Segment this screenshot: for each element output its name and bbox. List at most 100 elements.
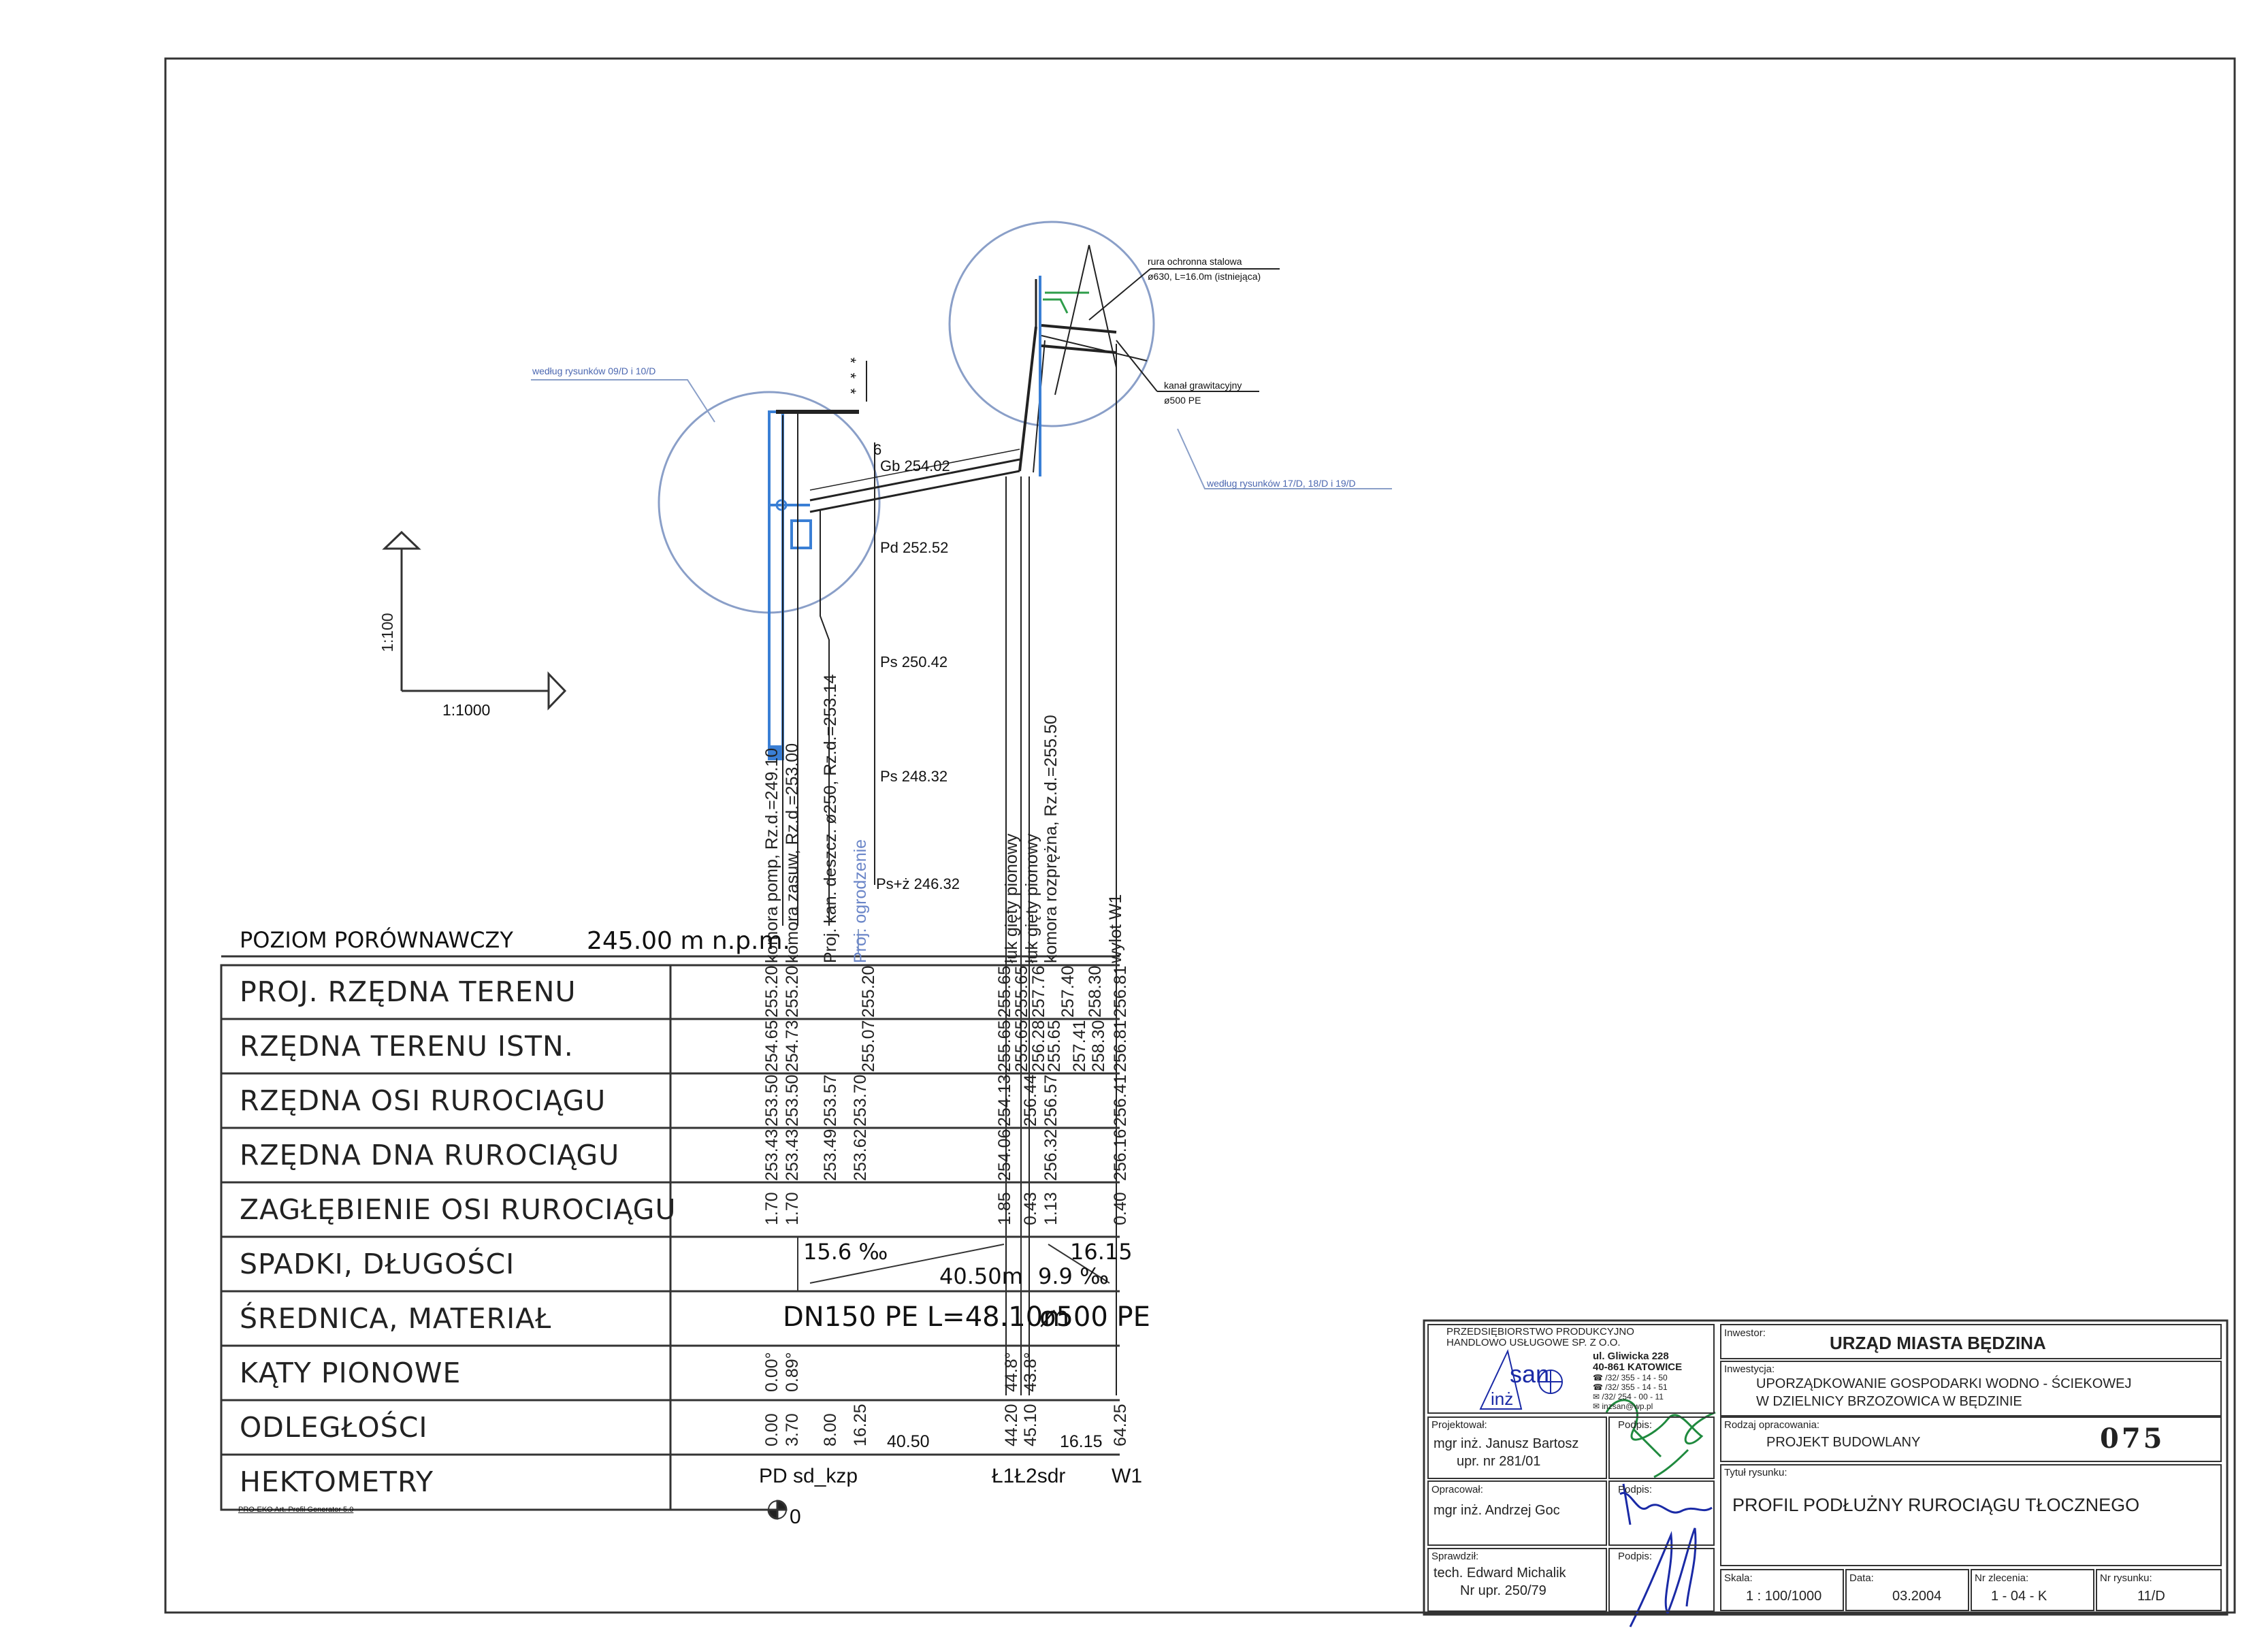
tb-skala: 1 : 100/1000 — [1746, 1589, 1822, 1604]
tb-data-label: Data: — [1849, 1572, 1874, 1584]
datum-value: 245.00 m n.p.m. — [587, 927, 790, 955]
tb-logo2: inż — [1491, 1389, 1514, 1409]
tb-inwestycja-2: W DZIELNICY BRZOZOWICA W BĘDZINIE — [1756, 1394, 2022, 1409]
cell-kat: 43.8° — [1021, 1352, 1040, 1392]
tb-company-2: HANDLOWO USŁUGOWE SP. Z O.O. — [1446, 1337, 1621, 1348]
cell-teren-istn: 255.65 — [1045, 1020, 1064, 1072]
soil-stars: * * * — [842, 357, 859, 397]
tb-rysunek: 11/D — [2137, 1589, 2165, 1604]
cell-teren-istn: 255.07 — [859, 1020, 878, 1072]
cell-proj-teren: 258.30 — [1086, 965, 1105, 1018]
tb-logo: san — [1510, 1360, 1550, 1388]
cell-hektometr: W1 — [1112, 1465, 1142, 1487]
tb-tytul-label: Tytuł rysunku: — [1724, 1467, 1787, 1478]
tb-inwestycja-label: Inwestycja: — [1724, 1363, 1775, 1375]
cell-odleglosc: 8.00 — [821, 1413, 840, 1446]
cell-kat: 44.8° — [1002, 1352, 1021, 1392]
cell-odleglosc: 16.15 — [1060, 1432, 1103, 1451]
cell-dno: 256.32 — [1041, 1129, 1060, 1181]
station-label-rain: Proj. kan. deszcz. ø250, Rz.d.=253.14 — [821, 674, 840, 963]
sheet-frame — [164, 57, 2236, 1614]
tb-tel-1: ☎ /32/ 355 - 14 - 50 — [1593, 1373, 1668, 1382]
scale-marker — [382, 530, 567, 711]
cell-teren-istn: 258.30 — [1089, 1020, 1108, 1072]
tb-rysunek-label: Nr rysunku: — [2100, 1572, 2152, 1584]
soil-ps2: Ps 248.32 — [880, 768, 948, 785]
station-label-fence: Proj. ogrodzenie — [851, 839, 870, 963]
cell-zaglebienie: 1.85 — [995, 1192, 1014, 1225]
tb-addr-2: 40-861 KATOWICE — [1593, 1361, 1683, 1373]
signatures — [1605, 1399, 1716, 1627]
station-label-chamber: komora rozprężna, Rz.d.=255.50 — [1041, 715, 1060, 963]
detail-circle-right — [948, 221, 1155, 427]
row-os: RZĘDNA OSI RUROCIĄGU — [240, 1084, 606, 1117]
row-srednica: ŚREDNICA, MATERIAŁ — [240, 1302, 552, 1335]
leader-right — [1177, 428, 1392, 489]
soil-pd: Pd 252.52 — [880, 539, 949, 556]
cell-hektometr: PD sd_kzp — [759, 1465, 858, 1487]
tb-inwestycja-1: UPORZĄDKOWANIE GOSPODARKI WODNO - ŚCIEKO… — [1756, 1376, 2132, 1391]
cell-odleglosc: 45.10 — [1021, 1404, 1040, 1446]
generator-label: PRO-EKO Art. Profil Generator 5.0 — [238, 1506, 354, 1514]
tb-fax: ✉ /32/ 254 - 00 - 11 — [1593, 1392, 1664, 1402]
tb-tytul: PROFIL PODŁUŻNY RUROCIĄGU TŁOCZNEGO — [1732, 1495, 2140, 1515]
cell-proj-teren: 255.20 — [783, 965, 802, 1018]
callout-gravity-1: kanał grawitacyjny — [1164, 380, 1242, 391]
cell-spadek-2: 16.15 — [1070, 1239, 1133, 1265]
row-teren-istn: RZĘDNA TERENU ISTN. — [240, 1030, 574, 1063]
cell-spadek-1: 15.6 ‰ — [803, 1239, 888, 1265]
tb-podpis-label: Podpis: — [1618, 1484, 1653, 1495]
row-spadki: SPADKI, DŁUGOŚCI — [240, 1248, 515, 1280]
cell-os: 253.50 — [762, 1074, 781, 1127]
cell-os: 253.70 — [851, 1074, 870, 1127]
cell-odleglosc: 3.70 — [783, 1413, 802, 1446]
tb-numer: 075 — [2100, 1423, 2165, 1455]
cell-zaglebienie: 1.13 — [1041, 1192, 1060, 1225]
row-zaglebienie: ZAGŁĘBIENIE OSI RUROCIĄGU — [240, 1193, 677, 1226]
cell-zaglebienie: 1.70 — [762, 1192, 781, 1225]
profile-table — [220, 955, 1120, 1520]
row-proj-teren: PROJ. RZĘDNA TERENU — [240, 975, 577, 1008]
cell-zaglebienie: 0.43 — [1021, 1192, 1040, 1225]
cell-srednica-2: ø500 PE — [1039, 1301, 1150, 1333]
tb-mail: ✉ inzsan@wp.pl — [1593, 1402, 1653, 1411]
soil-ps1: Ps 250.42 — [880, 653, 948, 670]
tb-tel-2: ☎ /32/ 355 - 14 - 51 — [1593, 1382, 1668, 1392]
cell-os: 256.57 — [1041, 1074, 1060, 1127]
tb-zlecenie: 1 - 04 - K — [1991, 1589, 2047, 1604]
cell-teren-istn: 254.73 — [783, 1020, 802, 1072]
cell-dlugosc-2: 9.9 ‰ — [1038, 1263, 1109, 1289]
scale-horizontal-label: 1:1000 — [442, 701, 491, 719]
tb-sprawdzil-2: Nr upr. 250/79 — [1460, 1583, 1546, 1598]
cell-odleglosc: 64.25 — [1111, 1404, 1130, 1446]
callout-left-detail: według rysunków 09/D i 10/D — [532, 366, 656, 376]
tb-podpis-label: Podpis: — [1618, 1551, 1653, 1562]
station-label-bend1: łuk gięty pionowy — [1002, 833, 1021, 963]
tb-data: 03.2004 — [1892, 1589, 1942, 1604]
row-odleglosci: ODLEGŁOŚCI — [240, 1411, 428, 1444]
pipeline-profile — [768, 244, 1280, 1395]
cell-proj-teren: 255.20 — [859, 965, 878, 1018]
cell-proj-teren: 257.76 — [1029, 965, 1048, 1018]
tb-projektowal-2: upr. nr 281/01 — [1457, 1454, 1541, 1469]
cell-dno: 253.62 — [851, 1129, 870, 1181]
tb-zlecenie-label: Nr zlecenia: — [1975, 1572, 2029, 1584]
tb-projektowal-1: mgr inż. Janusz Bartosz — [1434, 1436, 1579, 1451]
callout-casing-2: ø630, L=16.0m (istniejąca) — [1148, 271, 1261, 282]
tb-inwestor-label: Inwestor: — [1724, 1327, 1766, 1339]
tb-sprawdzil-label: Sprawdził: — [1431, 1551, 1479, 1562]
soil-num: 6 — [873, 441, 882, 458]
cell-os: 253.57 — [821, 1074, 840, 1127]
row-katy: KĄTY PIONOWE — [240, 1357, 461, 1389]
cell-os: 254.13 — [995, 1074, 1014, 1127]
tb-company-1: PRZEDSIĘBIORSTWO PRODUKCYJNO — [1446, 1326, 1634, 1338]
cell-srednica-1: DN150 PE L=48.10m — [783, 1301, 1070, 1333]
cell-odleglosc: 44.20 — [1002, 1404, 1021, 1446]
tb-opracowal: mgr inż. Andrzej Goc — [1434, 1503, 1560, 1518]
cell-proj-teren: 255.20 — [762, 965, 781, 1018]
cell-dno: 253.49 — [821, 1129, 840, 1181]
tb-projektowal-label: Projektował: — [1431, 1419, 1487, 1431]
callout-casing-1: rura ochronna stalowa — [1148, 256, 1242, 267]
cell-os: 256.44 — [1021, 1074, 1040, 1127]
